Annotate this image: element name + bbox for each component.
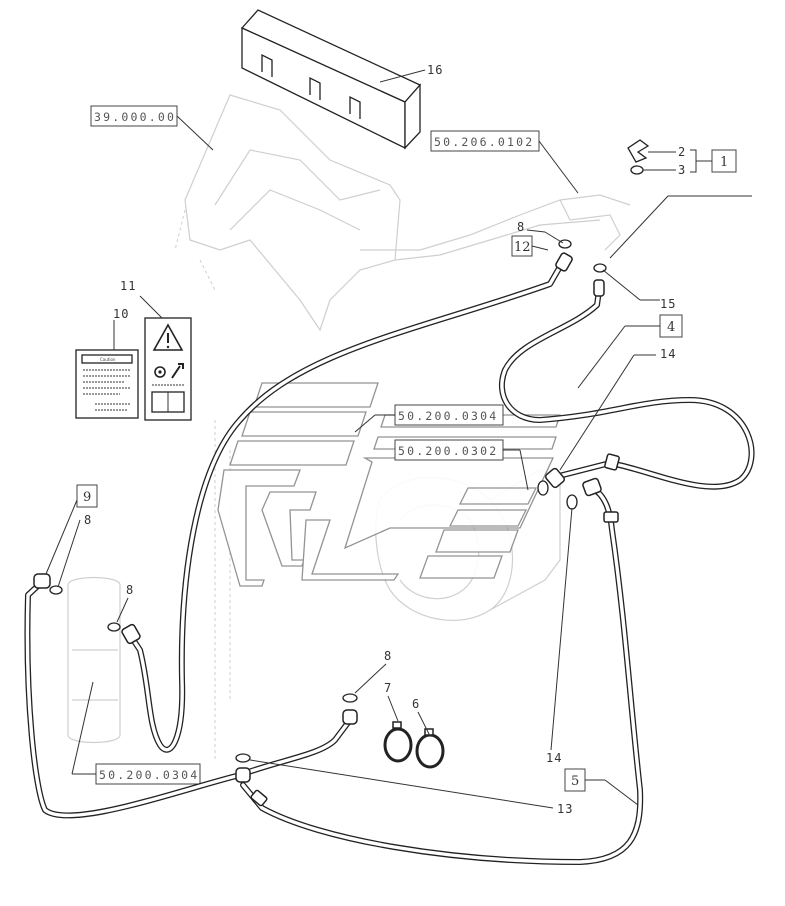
caution-decal-label: Caution <box>100 357 116 362</box>
callout-2: 2 <box>678 145 686 159</box>
item-box-1 <box>711 149 737 173</box>
callout-15: 15 <box>660 297 676 311</box>
part-2-3-clip-washer: 2 3 1 <box>627 139 737 177</box>
ref-box-50-200-0304-bottom: 50.200.0304 <box>71 681 201 785</box>
clamps <box>383 721 445 769</box>
ref-box-50-206-0102: 50.206.0102 <box>430 130 579 194</box>
callout-13: 13 <box>557 802 573 816</box>
ref-box-50-206-0102-label: 50.206.0102 <box>434 135 534 149</box>
item-box-9-label: 9 <box>83 490 91 505</box>
callout-11: 11 <box>120 279 136 293</box>
ref-box-50-200-0304-center: 50.200.0304 <box>375 404 504 426</box>
callout-8-left: 8 <box>84 513 92 527</box>
watermark-logo <box>217 382 561 587</box>
callout-8-mid: 8 <box>126 583 134 597</box>
ref-box-50-200-0304-center-label: 50.200.0304 <box>398 409 498 423</box>
ref-box-39-000-00: 39.000.00 <box>90 105 214 151</box>
callout-8-bottom: 8 <box>384 649 392 663</box>
ref-box-50-200-0302-label: 50.200.0302 <box>398 444 498 458</box>
item-box-4-label: 4 <box>667 320 675 335</box>
part-11-warning-decal: 11 <box>120 279 192 421</box>
part-16-foam-block: 16 <box>240 9 443 150</box>
callout-8-top: 8 <box>517 220 525 234</box>
item-box-5-label: 5 <box>571 774 579 789</box>
wrench-icon <box>171 363 184 379</box>
callout-16: 16 <box>427 63 443 77</box>
callout-14-lower: 14 <box>546 751 562 765</box>
item-box-1-label: 1 <box>720 155 728 170</box>
callout-6: 6 <box>412 697 420 711</box>
ref-box-50-200-0304-bottom-label: 50.200.0304 <box>99 768 199 782</box>
callout-leaders: 8 12 15 4 14 14 5 13 9 8 <box>45 195 752 816</box>
ref-box-50-200-0302: 50.200.0302 <box>394 439 529 491</box>
part-10-caution-decal: Caution 10 <box>75 307 139 419</box>
warning-triangle-icon <box>152 323 184 351</box>
callout-3: 3 <box>678 163 686 177</box>
item-box-12-label: 12 <box>514 240 531 255</box>
item-box-9 <box>76 484 98 508</box>
gear-symbol-icon <box>154 366 166 378</box>
callout-10: 10 <box>113 307 129 321</box>
ref-box-39-000-00-label: 39.000.00 <box>94 110 176 124</box>
hose-fittings <box>33 252 620 807</box>
hoses <box>24 255 755 865</box>
callout-14-upper: 14 <box>660 347 676 361</box>
callout-7: 7 <box>384 681 392 695</box>
